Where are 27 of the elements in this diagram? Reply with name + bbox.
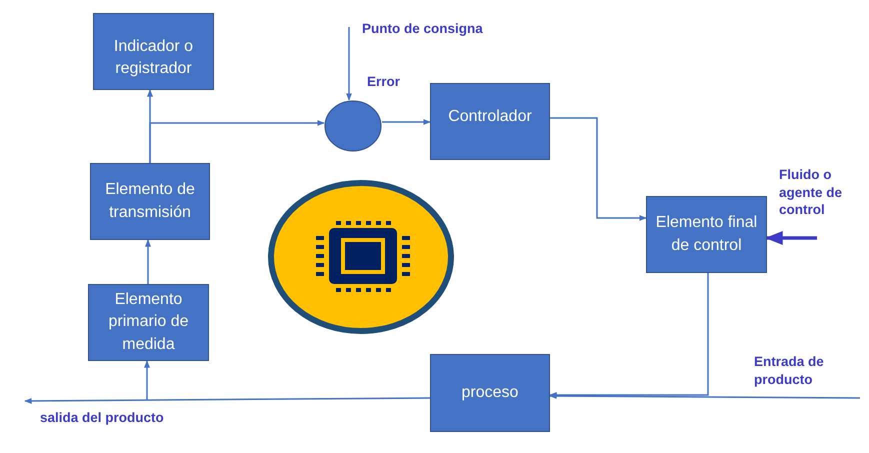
arrow (549, 273, 709, 398)
box-label: Controlador (448, 107, 532, 127)
box-label: proceso (462, 382, 518, 403)
arrow (24, 397, 430, 404)
box-label: Indicador o registrador (112, 37, 194, 80)
annotation-text: Error (367, 73, 402, 91)
process-box (90, 163, 210, 240)
box-label: Elemento primario de medida (107, 290, 190, 355)
annotation-text: Punto de consigna (362, 20, 484, 38)
process-box (93, 13, 214, 90)
process-box (646, 196, 767, 273)
arrow (550, 117, 647, 221)
annotation-text: salida del producto (40, 409, 165, 427)
arrow (765, 231, 817, 245)
process-box (430, 354, 550, 432)
arrow (549, 393, 860, 400)
arrow (144, 360, 150, 400)
process-box (430, 83, 550, 160)
annotation-text: Entrada de producto (754, 353, 825, 388)
arrow (346, 27, 352, 101)
arrow (149, 120, 325, 163)
box-label: Elemento final de control (654, 213, 758, 256)
process-box (88, 284, 209, 361)
arrow (382, 119, 431, 125)
arrow (145, 239, 151, 284)
annotation-text: Fluido o agente de control (779, 166, 844, 219)
box-label: Elemento de transmisión (104, 180, 196, 222)
